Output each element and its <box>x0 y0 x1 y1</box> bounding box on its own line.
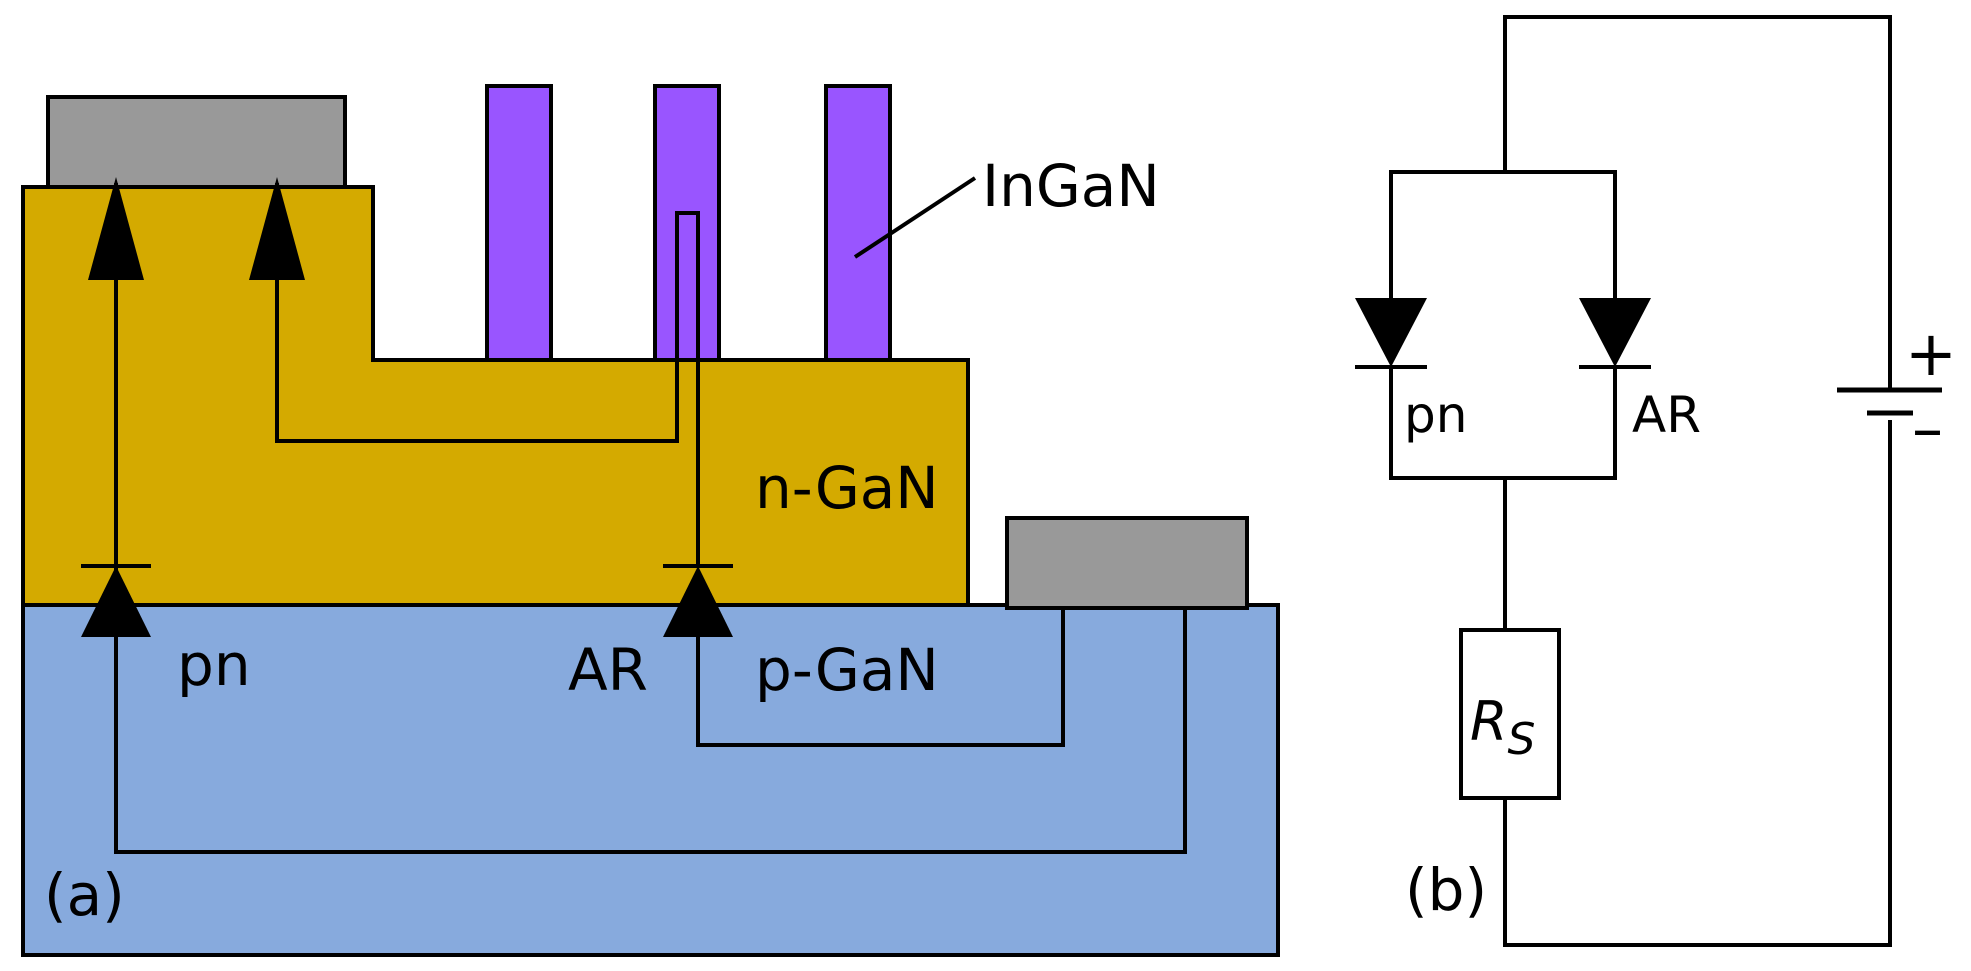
p-gan-layer <box>21 603 1280 957</box>
resistor-label: RS <box>1470 690 1535 765</box>
resistor-symbol: R <box>1470 690 1508 753</box>
ingan-nanowire-3 <box>824 84 892 362</box>
ar-current-path <box>275 183 700 566</box>
ar-junction-label: AR <box>568 636 648 704</box>
circuit-pn-label: pn <box>1404 386 1467 444</box>
panel-a-tag: (a) <box>44 861 125 929</box>
ar-current-arrowhead <box>249 177 305 280</box>
equivalent-circuit: pn AR RS + – (b) <box>1355 15 1957 947</box>
pn-diode-triangle <box>81 566 151 637</box>
pn-current-path <box>114 183 1187 854</box>
device-cross-section: InGaN n-GaN p-GaN pn AR (a) <box>21 84 1280 957</box>
ingan-label: InGaN <box>982 152 1160 220</box>
resistor-subscript: S <box>1508 714 1536 765</box>
n-contact <box>46 95 347 189</box>
p-gan-label: p-GaN <box>755 636 939 704</box>
ar-return-path <box>696 606 1065 747</box>
p-contact <box>1005 516 1249 610</box>
circuit-ar-diode-icon <box>1579 298 1651 367</box>
circuit-pn-diode-icon <box>1355 298 1427 367</box>
pn-current-arrowhead <box>88 177 144 280</box>
pn-junction-label: pn <box>177 631 251 699</box>
ar-diode-triangle <box>663 566 733 637</box>
parallel-branch-top <box>1389 170 1617 300</box>
ingan-nanowire-2 <box>653 84 721 362</box>
panel-b-tag: (b) <box>1405 856 1487 924</box>
ingan-nanowire-1 <box>485 84 553 362</box>
ingan-callout-line <box>853 176 977 259</box>
n-gan-label: n-GaN <box>755 454 939 522</box>
circuit-wire-top <box>1503 15 1892 388</box>
n-gan-layer <box>21 185 970 607</box>
battery-plus-label: + <box>1905 317 1957 390</box>
circuit-wire-bottom <box>1503 420 1892 947</box>
battery-minus-label: – <box>1912 392 1943 465</box>
circuit-ar-label: AR <box>1632 386 1701 444</box>
series-resistor <box>1459 628 1561 800</box>
